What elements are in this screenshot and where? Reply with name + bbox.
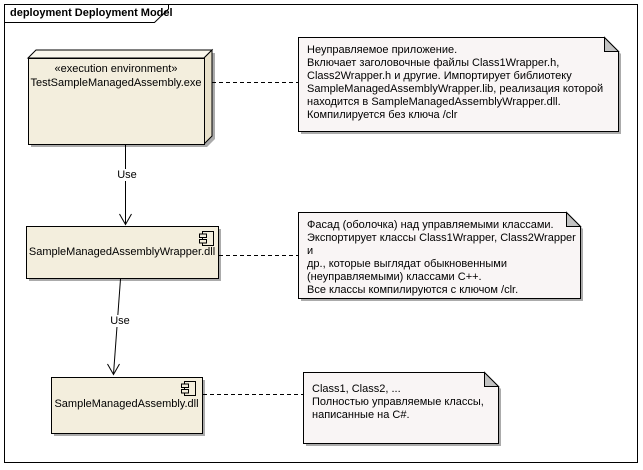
frame-title: deployment Deployment Model (10, 7, 173, 19)
execution-node-label: «execution environment» TestSampleManage… (28, 62, 204, 90)
execution-node-stereotype: «execution environment» (54, 63, 178, 75)
use-dependency-label-1: Use (109, 169, 145, 181)
note-fold-corner (484, 371, 500, 387)
wrapper-component-name: SampleManagedAssemblyWrapper.dll (28, 246, 216, 258)
frame-title-tab (4, 4, 169, 23)
use-dependency-label-2: Use (102, 315, 138, 327)
execution-node-side-face (203, 48, 213, 146)
unmanaged-app-note-shape (298, 37, 619, 132)
assembly-component-shape (51, 377, 203, 434)
note-fold-corner (604, 36, 620, 52)
arrowhead-icon (107, 363, 120, 376)
wrapper-component-shape (26, 226, 219, 279)
frame-border (4, 4, 638, 463)
arrowhead-icon (119, 213, 132, 226)
execution-node-shape (28, 58, 205, 145)
managed-classes-note-text: Class1, Class2, ... Полностью управляемы… (312, 383, 484, 421)
execution-node-top-face (26, 49, 214, 59)
facade-note-text: Фасад (оболочка) над управляемыми класса… (307, 219, 576, 296)
assembly-component-name: SampleManagedAssembly.dll (54, 398, 199, 410)
component-icon (199, 231, 214, 246)
execution-node-name: TestSampleManagedAssembly.exe (30, 77, 202, 89)
unmanaged-app-note-text: Неуправляемое приложение. Включает загол… (307, 44, 604, 121)
facade-note-shape (298, 212, 581, 299)
managed-classes-note-shape (303, 372, 499, 444)
note-fold-corner (566, 211, 582, 227)
component-icon (181, 381, 196, 396)
